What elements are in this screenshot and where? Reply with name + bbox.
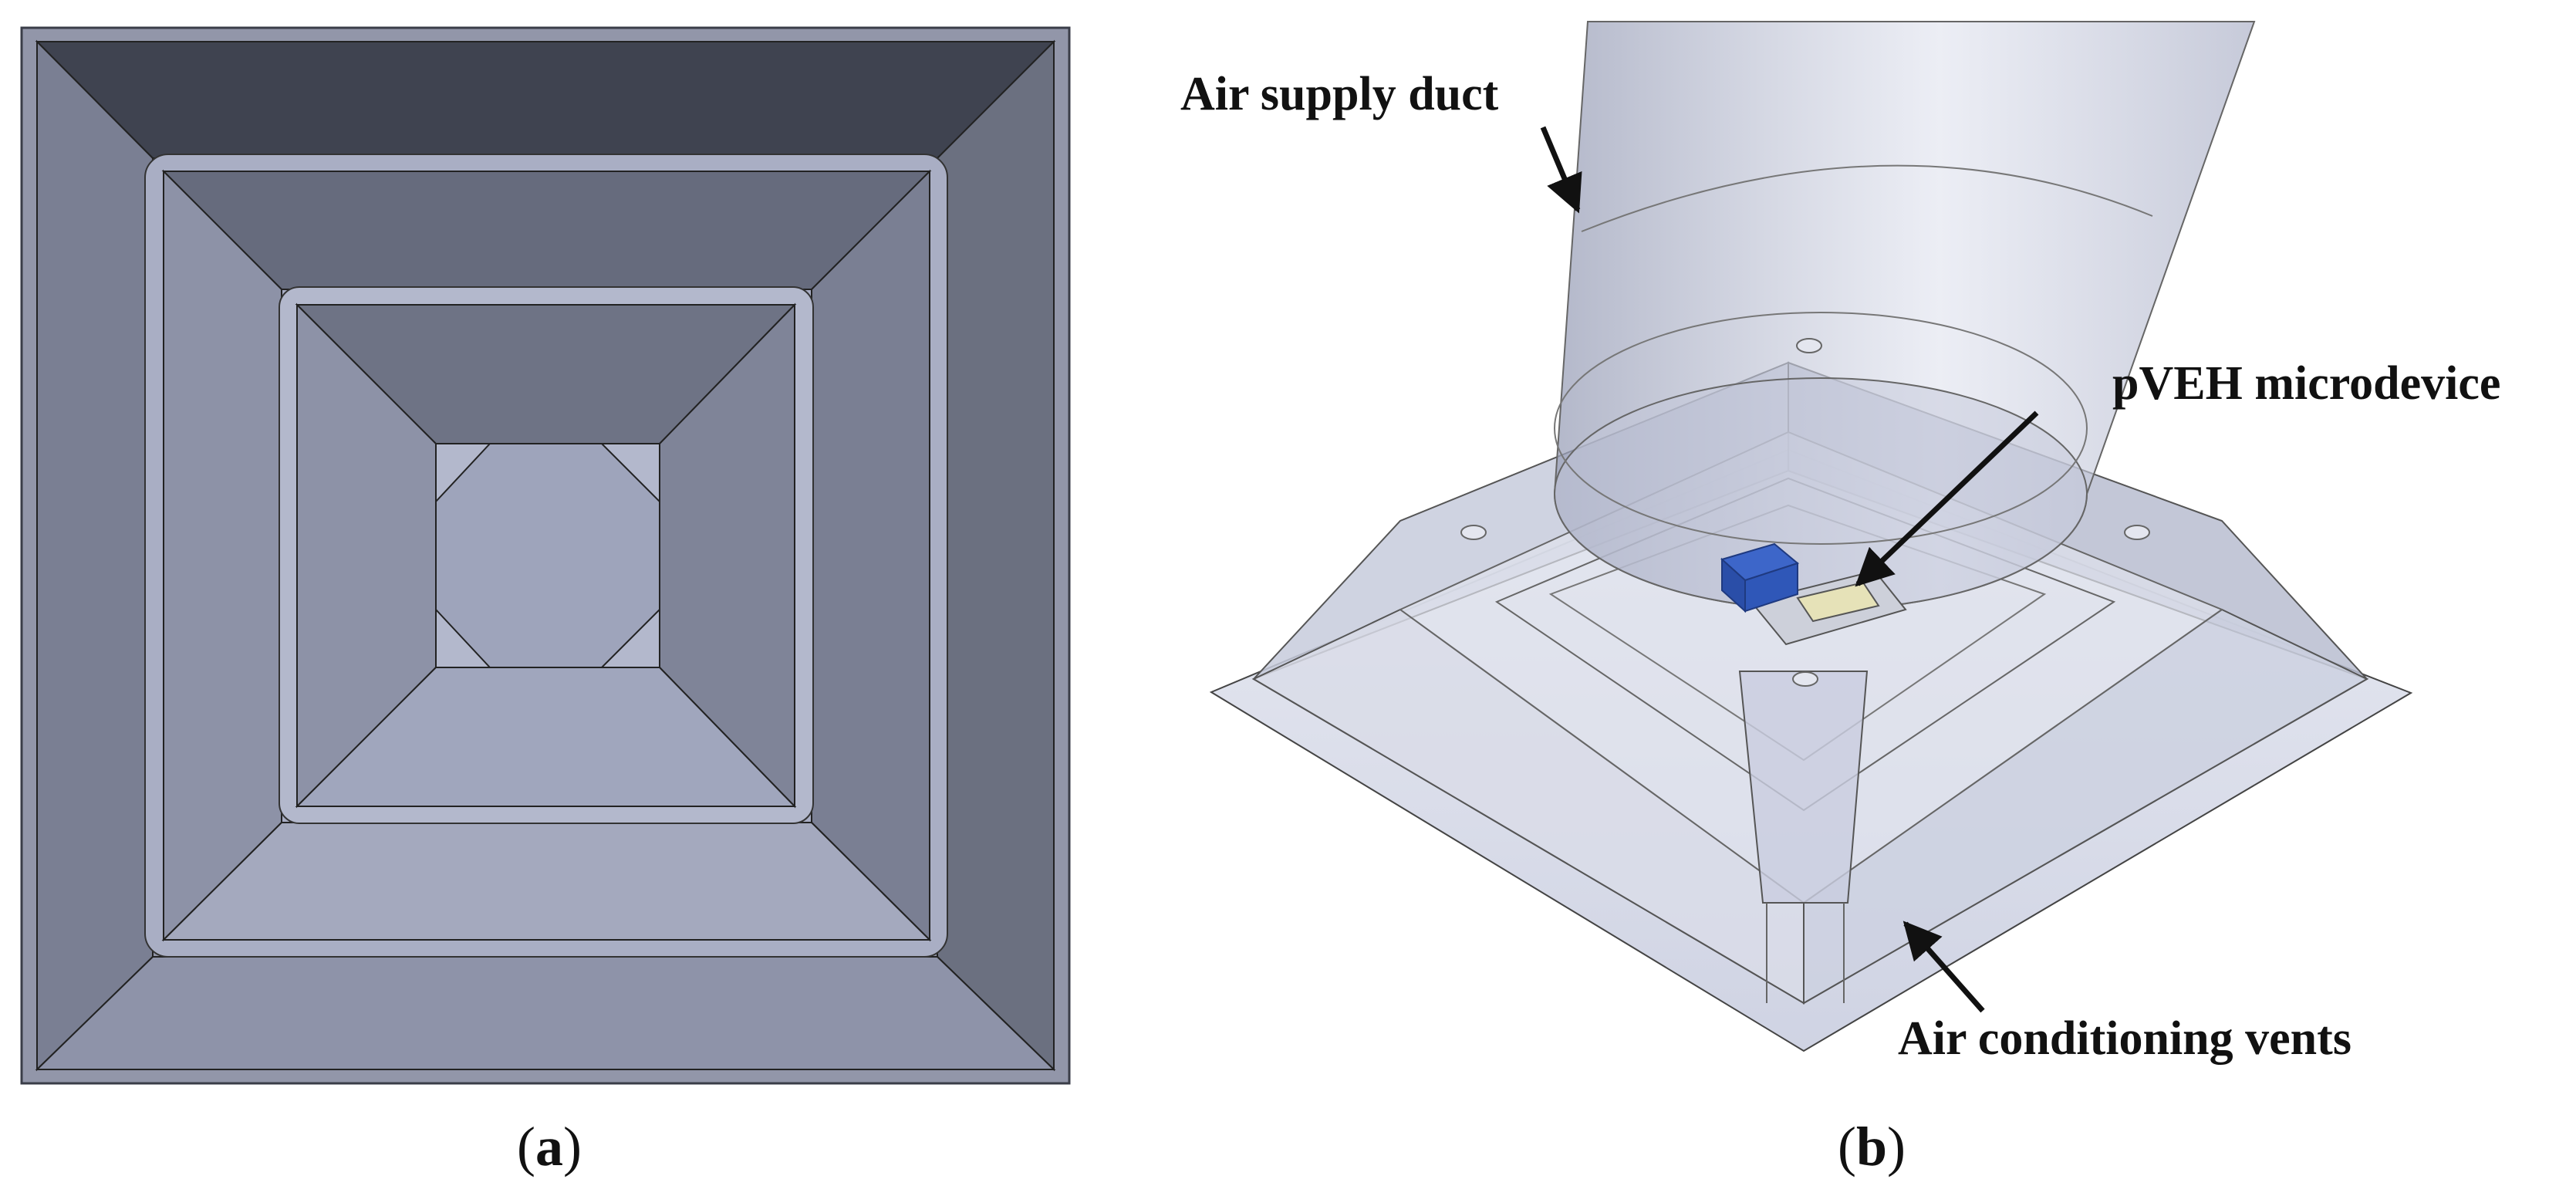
panel-b-isometric-view: Air supply duct pVEH microdevice Air con… — [1180, 21, 2500, 1065]
caption-a: (a) — [517, 1116, 582, 1177]
pveh-microdevice — [1720, 542, 1907, 646]
caption-b-open: ( — [1838, 1116, 1856, 1177]
caption-b-letter: b — [1856, 1116, 1887, 1177]
label-pveh-microdevice: pVEH microdevice — [2112, 357, 2500, 410]
caption-a-open: ( — [517, 1116, 535, 1177]
caption-a-close: ) — [563, 1116, 582, 1177]
caption-b: (b) — [1838, 1116, 1906, 1177]
caption-b-close: ) — [1887, 1116, 1906, 1177]
label-air-conditioning-vents: Air conditioning vents — [1898, 1012, 2351, 1065]
air-supply-duct-arrow — [1540, 126, 1582, 214]
pveh-microdevice-arrow — [1855, 410, 2039, 587]
panel-a-diffuser-top-view — [20, 26, 1071, 1085]
label-air-supply-duct: Air supply duct — [1180, 68, 1499, 120]
caption-a-letter: a — [535, 1116, 563, 1177]
air-conditioning-vents-arrow — [1902, 921, 1985, 1013]
